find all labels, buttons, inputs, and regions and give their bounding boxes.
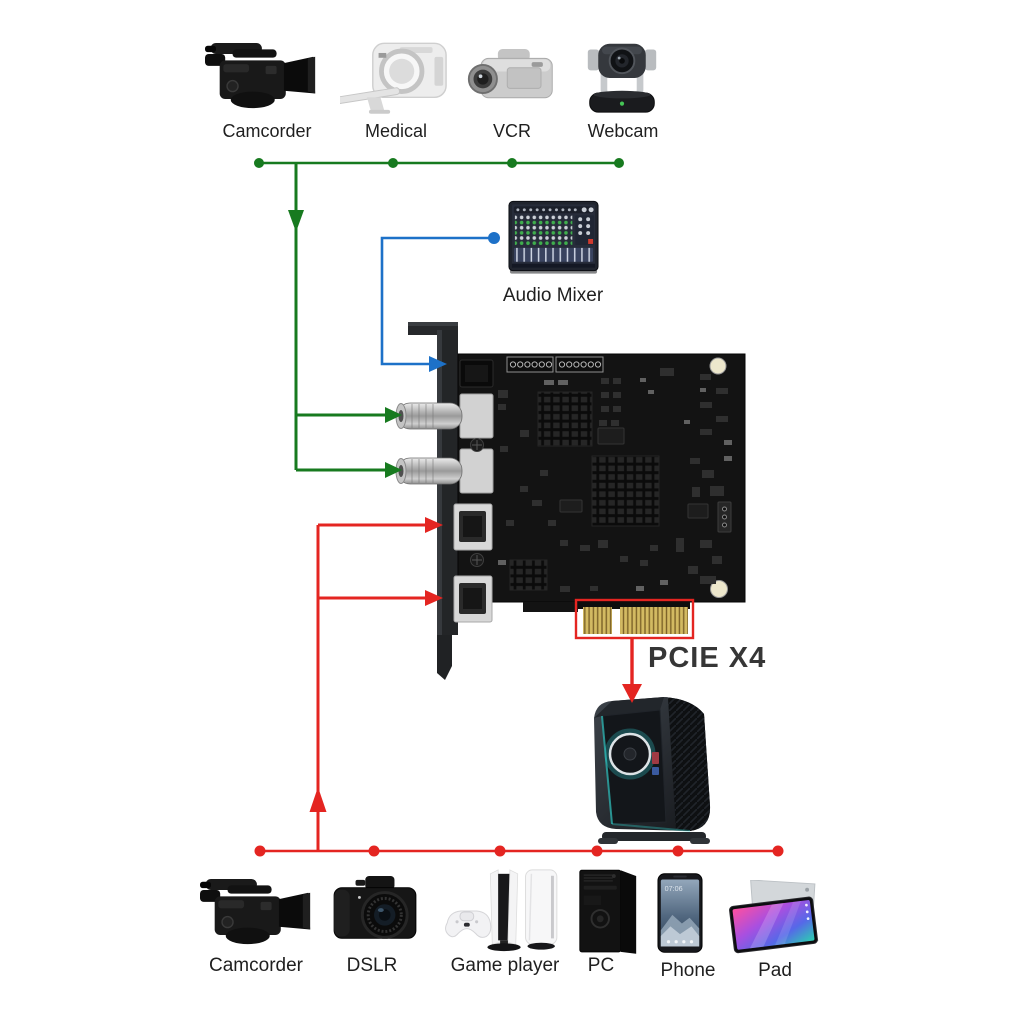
dslr-camera-icon xyxy=(330,876,420,950)
tablet-icon xyxy=(727,880,821,954)
bnc-port-2 xyxy=(395,448,494,494)
game-console-icon xyxy=(443,866,567,956)
heatsinks xyxy=(509,391,660,591)
bottom-device-label-pad: Pad xyxy=(758,960,792,981)
top-device-label-webcam: Webcam xyxy=(587,121,659,141)
mounting-holes xyxy=(709,357,728,598)
pcie-edge-connector xyxy=(578,602,690,634)
ptz-webcam-icon xyxy=(584,38,660,116)
green-down-arrow xyxy=(288,210,304,232)
pcie-x4-label: PCIE X4 xyxy=(648,642,767,674)
gaming-pc-tower-icon xyxy=(564,690,732,848)
top-device-label-vcr: VCR xyxy=(492,121,532,141)
pci-bracket xyxy=(408,322,458,680)
audio-input-port xyxy=(459,359,494,388)
audio-mixer-icon xyxy=(506,199,601,277)
desktop-pc-icon xyxy=(574,868,642,956)
bottom-device-label-phone: Phone xyxy=(660,960,716,981)
pcie-capture-card-icon xyxy=(395,322,746,680)
vcr-camcorder-icon xyxy=(466,48,556,110)
red-up-arrow xyxy=(309,787,327,812)
pin-headers xyxy=(506,356,604,373)
bottom-device-label-camcorder: Camcorder xyxy=(209,955,303,976)
ct-scanner-icon xyxy=(340,42,448,116)
bottom-device-label-dslr: DSLR xyxy=(346,955,398,976)
hdmi-port-1 xyxy=(453,503,493,551)
ic-chips xyxy=(559,427,732,533)
smartphone-icon xyxy=(657,872,703,954)
hdmi-port-2 xyxy=(453,575,493,623)
camcorder-icon xyxy=(205,36,317,116)
audio-mixer-label: Audio Mixer xyxy=(502,285,604,306)
camcorder-icon xyxy=(200,872,312,952)
top-device-label-medical: Medical xyxy=(364,121,428,141)
bottom-device-label-pc: PC xyxy=(587,955,615,976)
bracket-screws xyxy=(470,438,484,567)
bottom-device-label-gameplayer: Game player xyxy=(450,955,560,976)
smd-components xyxy=(498,368,728,592)
top-device-label-camcorder: Camcorder xyxy=(222,121,312,141)
smd-highlights xyxy=(498,378,732,591)
